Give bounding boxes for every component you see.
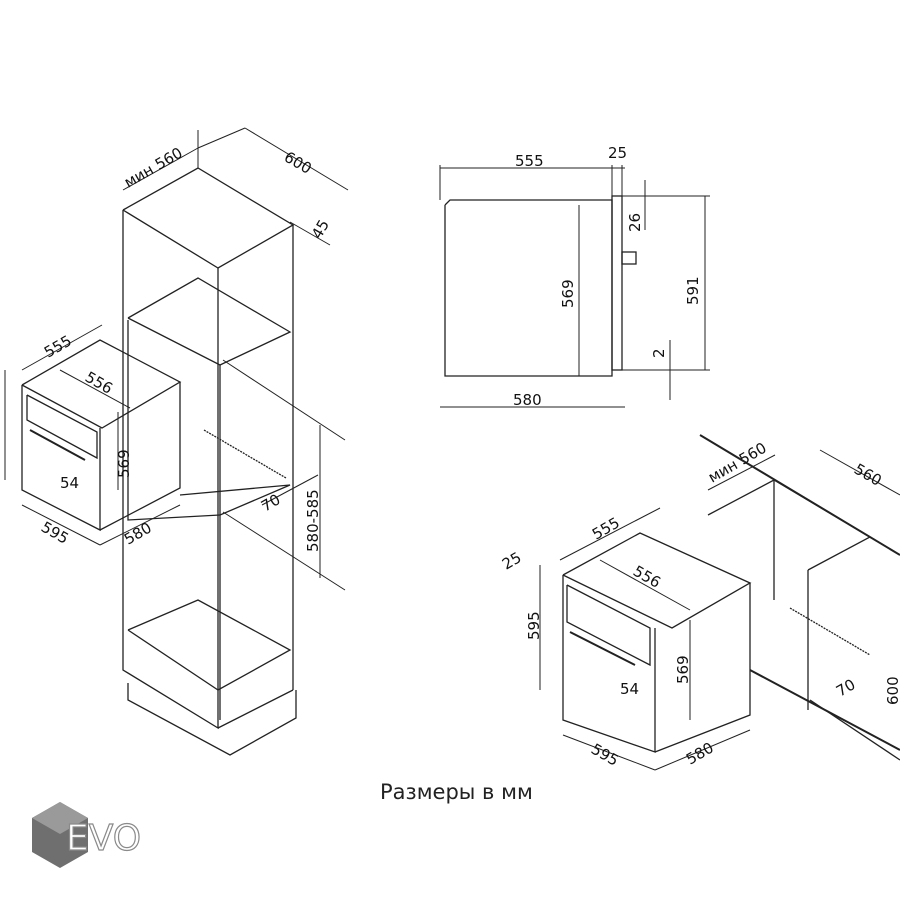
label-width-595: 595 bbox=[38, 518, 72, 548]
caption: Размеры в мм bbox=[380, 780, 533, 804]
label-uc-width-595: 595 bbox=[588, 740, 622, 770]
label-panel-25: 25 bbox=[608, 144, 627, 162]
label-top-offset-26: 26 bbox=[626, 213, 644, 232]
label-uc-panel-25: 25 bbox=[499, 548, 525, 573]
evo-logo: EVO bbox=[32, 802, 142, 868]
label-uc-height-595: 595 bbox=[525, 611, 543, 640]
oven-isometric-left bbox=[4, 324, 182, 546]
label-handle-54: 54 bbox=[60, 474, 79, 492]
label-total-depth-580: 580 bbox=[513, 391, 542, 409]
label-uc-niche-height-600: 600 bbox=[884, 676, 900, 705]
label-depth-580: 580 bbox=[121, 519, 155, 549]
label-uc-depth-580: 580 bbox=[683, 739, 717, 769]
label-body-depth-555: 555 bbox=[515, 152, 544, 170]
label-uc-inner-height-569: 569 bbox=[674, 655, 692, 684]
label-niche-width-min560: мин 560 bbox=[121, 144, 186, 192]
oven-side-view bbox=[439, 165, 710, 408]
label-uc-vent-70: 70 bbox=[833, 675, 859, 700]
label-uc-oven-depth-555: 555 bbox=[589, 514, 623, 544]
label-back-gap-45: 45 bbox=[308, 216, 333, 242]
svg-text:EVO: EVO bbox=[66, 818, 141, 859]
column-cabinet bbox=[122, 127, 349, 756]
label-niche-height: 580-585 bbox=[304, 489, 322, 552]
label-bottom-offset-2: 2 bbox=[650, 348, 668, 358]
label-total-height-591: 591 bbox=[684, 276, 702, 305]
label-uc-inner-width-556: 556 bbox=[630, 562, 664, 592]
label-uc-handle-54: 54 bbox=[620, 680, 639, 698]
under-counter-cabinet bbox=[699, 434, 900, 761]
label-uc-depth-560: 560 bbox=[851, 460, 885, 490]
label-vent-70: 70 bbox=[258, 490, 284, 515]
label-inner-height-569: 569 bbox=[115, 449, 133, 478]
label-inner-width-556: 556 bbox=[82, 368, 116, 398]
label-body-height-569: 569 bbox=[559, 279, 577, 308]
oven-isometric-right bbox=[539, 507, 752, 771]
